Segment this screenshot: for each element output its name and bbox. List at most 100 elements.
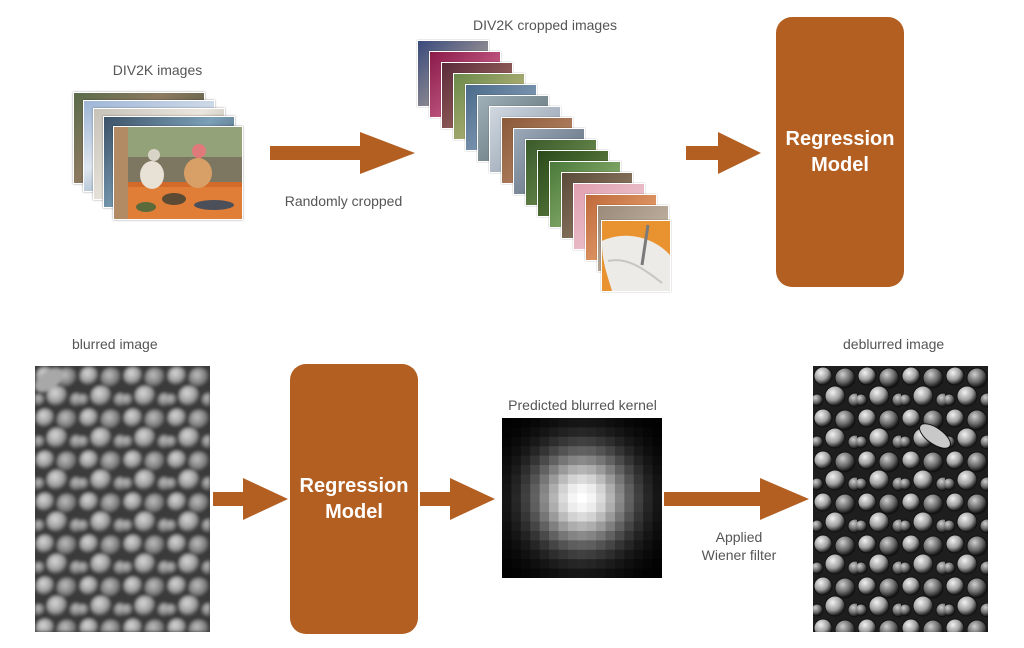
kernel-cell	[586, 540, 597, 551]
kernel-cell	[502, 559, 512, 570]
kernel-cell	[520, 549, 531, 560]
kernel-cell	[614, 418, 625, 428]
kernel-cell	[614, 540, 625, 551]
kernel-cell	[614, 521, 625, 532]
kernel-cell	[520, 427, 531, 438]
kernel-cell	[614, 427, 625, 438]
kernel-cell	[633, 446, 644, 457]
kernel-cell	[502, 427, 512, 438]
kernel-cell	[567, 446, 578, 457]
kernel-cell	[577, 483, 588, 494]
kernel-cell	[605, 559, 616, 570]
kernel-cell	[624, 474, 635, 485]
right-arrow-icon	[686, 132, 761, 174]
kernel-cell	[558, 436, 569, 447]
kernel-cell	[652, 465, 662, 475]
kernel-cell	[567, 540, 578, 551]
kernel-cell	[511, 474, 522, 485]
kernel-cell	[586, 446, 597, 457]
kernel-cell	[511, 436, 522, 447]
kernel-cell	[643, 530, 654, 541]
kernel-cell	[577, 521, 588, 532]
kernel-cell	[502, 549, 512, 560]
kernel-cell	[614, 493, 625, 504]
kernel-cell	[502, 530, 512, 541]
kernel-cell	[511, 446, 522, 457]
right-arrow-icon	[664, 478, 809, 520]
kernel-cell	[643, 559, 654, 570]
right-arrow-icon	[213, 478, 288, 520]
kernel-cell	[567, 427, 578, 438]
kernel-cell	[596, 512, 607, 523]
kernel-cell	[558, 427, 569, 438]
kernel-cell	[539, 540, 550, 551]
kernel-cell	[652, 512, 662, 523]
kernel-cell	[605, 521, 616, 532]
kernel-cell	[577, 418, 588, 428]
kernel-cell	[633, 502, 644, 513]
kernel-cell	[502, 455, 512, 466]
umbrella-crop-image	[602, 221, 670, 291]
kernel-cell	[633, 530, 644, 541]
kernel-cell	[511, 568, 522, 578]
kernel-cell	[520, 521, 531, 532]
kernel-cell	[586, 521, 597, 532]
kernel-cell	[567, 418, 578, 428]
kernel-cell	[596, 418, 607, 428]
kernel-cell	[596, 493, 607, 504]
kernel-cell	[567, 549, 578, 560]
people-photo-image	[114, 127, 242, 219]
kernel-cell	[530, 446, 541, 457]
kernel-cell	[596, 455, 607, 466]
kernel-cell	[558, 512, 569, 523]
kernel-cell	[549, 436, 559, 447]
kernel-cell	[558, 446, 569, 457]
kernel-cell	[530, 512, 541, 523]
kernel-cell	[605, 549, 616, 560]
kernel-cell	[567, 559, 578, 570]
kernel-cell	[539, 559, 550, 570]
kernel-cell	[558, 474, 569, 485]
regression-model-label: Regression Model	[299, 475, 409, 523]
kernel-cell	[643, 483, 654, 494]
right-arrow-icon	[270, 132, 415, 174]
kernel-cell	[502, 446, 512, 457]
kernel-cell	[502, 540, 512, 551]
kernel-cell	[577, 436, 588, 447]
kernel-cell	[520, 465, 531, 475]
kernel-cell	[558, 549, 569, 560]
kernel-cell	[643, 540, 654, 551]
kernel-cell	[633, 540, 644, 551]
kernel-cell	[530, 559, 541, 570]
kernel-cell	[643, 502, 654, 513]
kernel-cell	[652, 427, 662, 438]
kernel-cell	[643, 418, 654, 428]
kernel-cell	[605, 483, 616, 494]
kernel-cell	[502, 512, 512, 523]
kernel-cell	[652, 446, 662, 457]
kernel-cell	[567, 474, 578, 485]
kernel-cell	[558, 455, 569, 466]
kernel-cell	[605, 493, 616, 504]
kernel-cell	[624, 483, 635, 494]
kernel-cell	[558, 418, 569, 428]
kernel-cell	[567, 568, 578, 578]
kernel-cell	[549, 418, 559, 428]
kernel-cell	[539, 512, 550, 523]
div2k-card-photo	[113, 126, 243, 220]
kernel-cell	[577, 568, 588, 578]
kernel-cell	[614, 512, 625, 523]
kernel-cell	[558, 465, 569, 475]
kernel-cell	[652, 483, 662, 494]
kernel-cell	[539, 521, 550, 532]
kernel-cell	[539, 530, 550, 541]
kernel-cell	[558, 540, 569, 551]
kernel-cell	[539, 427, 550, 438]
right-arrow-icon	[420, 478, 495, 520]
kernel-cell	[549, 465, 559, 475]
kernel-cell	[530, 474, 541, 485]
kernel-cell	[633, 559, 644, 570]
kernel-cell	[624, 530, 635, 541]
kernel-cell	[520, 502, 531, 513]
kernel-cell	[511, 502, 522, 513]
